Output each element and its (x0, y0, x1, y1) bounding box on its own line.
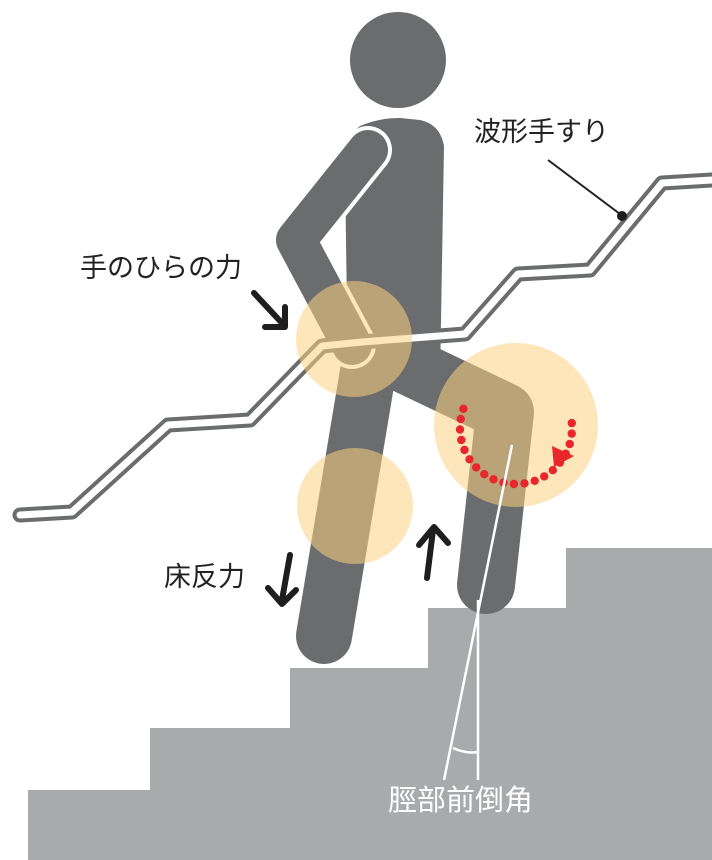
rotation-dot (456, 414, 465, 424)
staircase (28, 548, 712, 860)
palm-force-label: 手のひらの力 (80, 253, 242, 284)
rotation-dot (548, 466, 557, 475)
rotation-dot (567, 429, 576, 438)
handrail-leader-dot (617, 211, 627, 221)
hip-joint-highlight (297, 448, 413, 564)
rotation-dot (567, 418, 576, 428)
shank-angle-lines (442, 444, 514, 781)
rotation-dot (489, 475, 498, 484)
rotation-dot (459, 404, 468, 413)
rotation-dot (565, 439, 574, 449)
rotation-dot (465, 455, 474, 464)
rotation-dot (530, 476, 539, 485)
rotation-dot (520, 479, 529, 488)
arrow-down-right-icon (265, 552, 299, 607)
rotation-arrowhead (552, 446, 574, 467)
handrail-leader-line (547, 159, 621, 215)
shank-angle-label: 脛部前倒角 (388, 783, 533, 817)
arrow-down-right-icon (251, 290, 288, 330)
floor-reaction-label: 床反力 (164, 562, 245, 593)
rotation-dot (509, 479, 519, 489)
figure-head (350, 12, 446, 108)
palm-contact-highlight (296, 281, 412, 397)
rotation-dot (540, 472, 549, 481)
arrow-up-icon (416, 524, 451, 581)
rotation-dot (457, 435, 466, 445)
rotation-dot (455, 425, 465, 434)
rotation-dot (480, 470, 489, 479)
rotation-dot (472, 463, 481, 472)
handrail-label: 波形手すり (474, 117, 609, 148)
rotation-dot (460, 445, 469, 455)
